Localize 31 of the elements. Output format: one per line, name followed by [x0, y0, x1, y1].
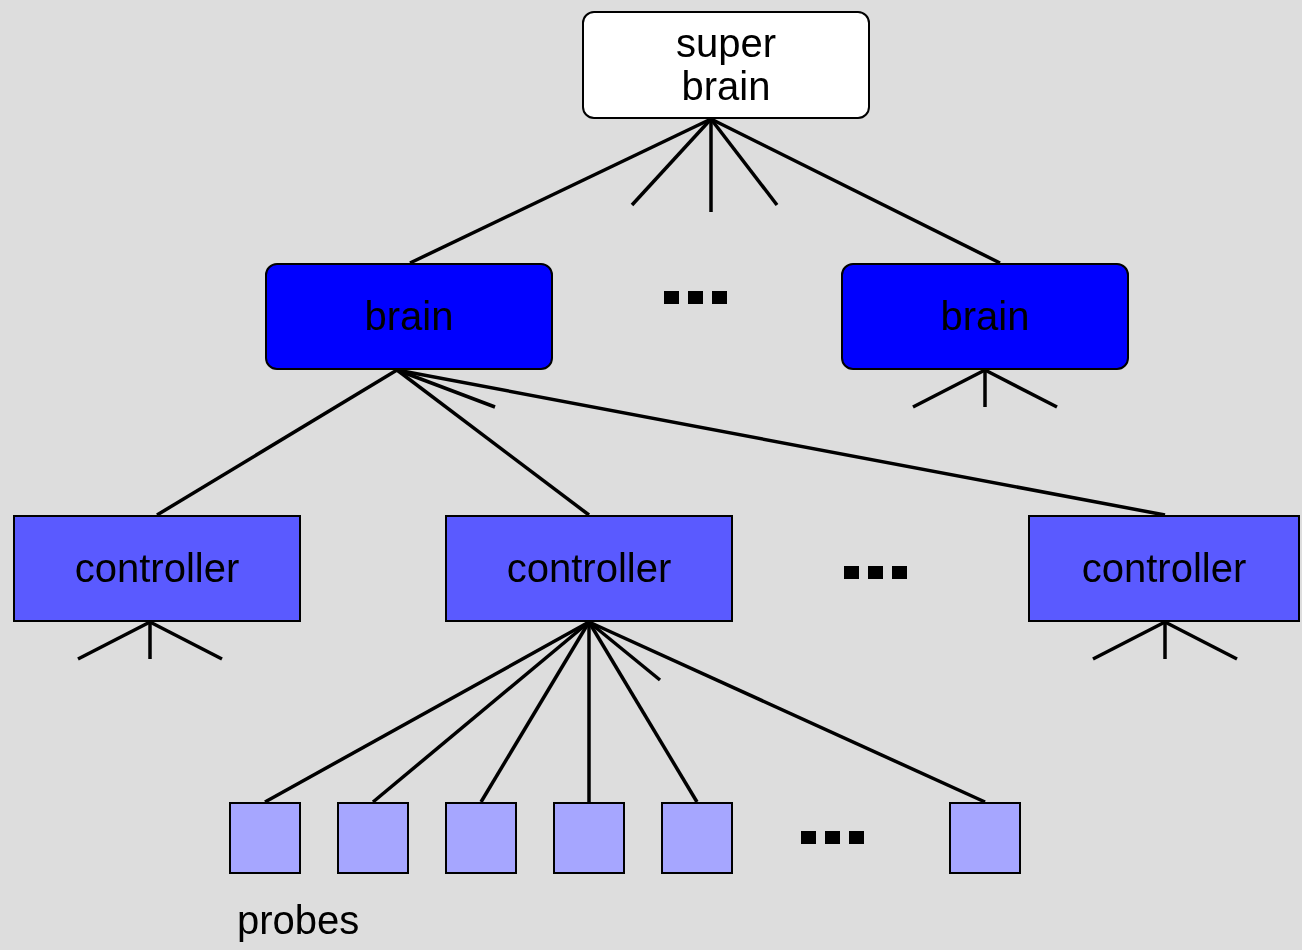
- stub-line: [1164, 620, 1238, 661]
- connector-line: [156, 368, 398, 517]
- stub-line: [149, 620, 223, 661]
- probe-square: [553, 802, 625, 874]
- node-label: controller: [74, 546, 240, 591]
- probe-square: [949, 802, 1021, 874]
- node-label: controller: [1081, 546, 1247, 591]
- caption-label: probes: [237, 898, 360, 943]
- controller-box: [445, 515, 733, 622]
- stub-line: [1092, 620, 1166, 661]
- probe-square: [229, 802, 301, 874]
- stub-line: [983, 370, 987, 407]
- probe-square: [337, 802, 409, 874]
- stub-line: [1163, 622, 1167, 659]
- controller-box: [13, 515, 301, 622]
- connector-line: [587, 622, 591, 802]
- node-label: controller: [506, 546, 672, 591]
- stub-line: [912, 368, 986, 409]
- controller-box: [1028, 515, 1300, 622]
- node-label: brain: [364, 294, 454, 339]
- brain-box: [265, 263, 553, 370]
- stub-line: [77, 620, 151, 661]
- probe-square: [445, 802, 517, 874]
- brain-box: [841, 263, 1129, 370]
- top-level-box: [582, 11, 870, 119]
- probe-square: [661, 802, 733, 874]
- node-label: super brain: [674, 21, 778, 109]
- node-label: brain: [940, 294, 1030, 339]
- stub-line: [984, 368, 1058, 409]
- stub-line: [709, 119, 713, 212]
- stub-line: [148, 622, 152, 659]
